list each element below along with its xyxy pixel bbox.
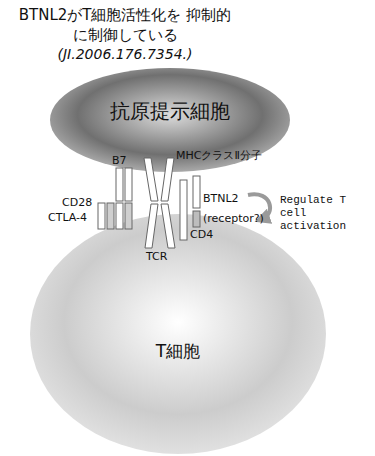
molecule-name: BTNL2 <box>203 192 239 205</box>
molecule-name: CD28 <box>62 196 92 209</box>
cell-name: 抗原提示細胞 <box>110 98 230 125</box>
cd28-molecule <box>98 203 105 229</box>
b7-molecule <box>125 168 132 201</box>
tcr-chain <box>161 204 175 248</box>
mhc-chain <box>161 158 174 201</box>
cd4-molecule <box>180 180 187 240</box>
ctla4-molecule <box>107 203 114 229</box>
citation: (JI.2006.176.7354.) <box>15 46 235 63</box>
molecule-name: TCR <box>146 250 167 263</box>
btnl2-molecule <box>193 176 200 208</box>
molecule-name: B7 <box>112 154 127 167</box>
cd28-molecule <box>116 203 123 229</box>
title-area: BTNL2がT細胞活性化を 抑制的に制御している <box>15 6 235 45</box>
mhc-chain <box>144 158 158 201</box>
b7-molecule <box>116 168 123 201</box>
tcr-chain <box>145 204 158 248</box>
annotation-note: Regulate T cell activation <box>280 194 360 234</box>
molecule-name: CTLA-4 <box>48 211 87 224</box>
receptor-molecule <box>193 211 200 227</box>
ctla4-molecule <box>125 203 132 229</box>
molecule-name: MHCクラスⅡ分子 <box>176 149 262 162</box>
molecule-name: CD4 <box>190 228 213 241</box>
molecule-name: (receptor?) <box>203 212 264 225</box>
cell-body <box>30 214 326 454</box>
cell-name: T細胞 <box>156 340 200 363</box>
cell-outline <box>30 214 326 454</box>
t-cell: T細胞 <box>30 214 326 454</box>
cell-body <box>50 68 290 172</box>
title-text: BTNL2がT細胞活性化を 抑制的に制御している <box>15 6 235 45</box>
